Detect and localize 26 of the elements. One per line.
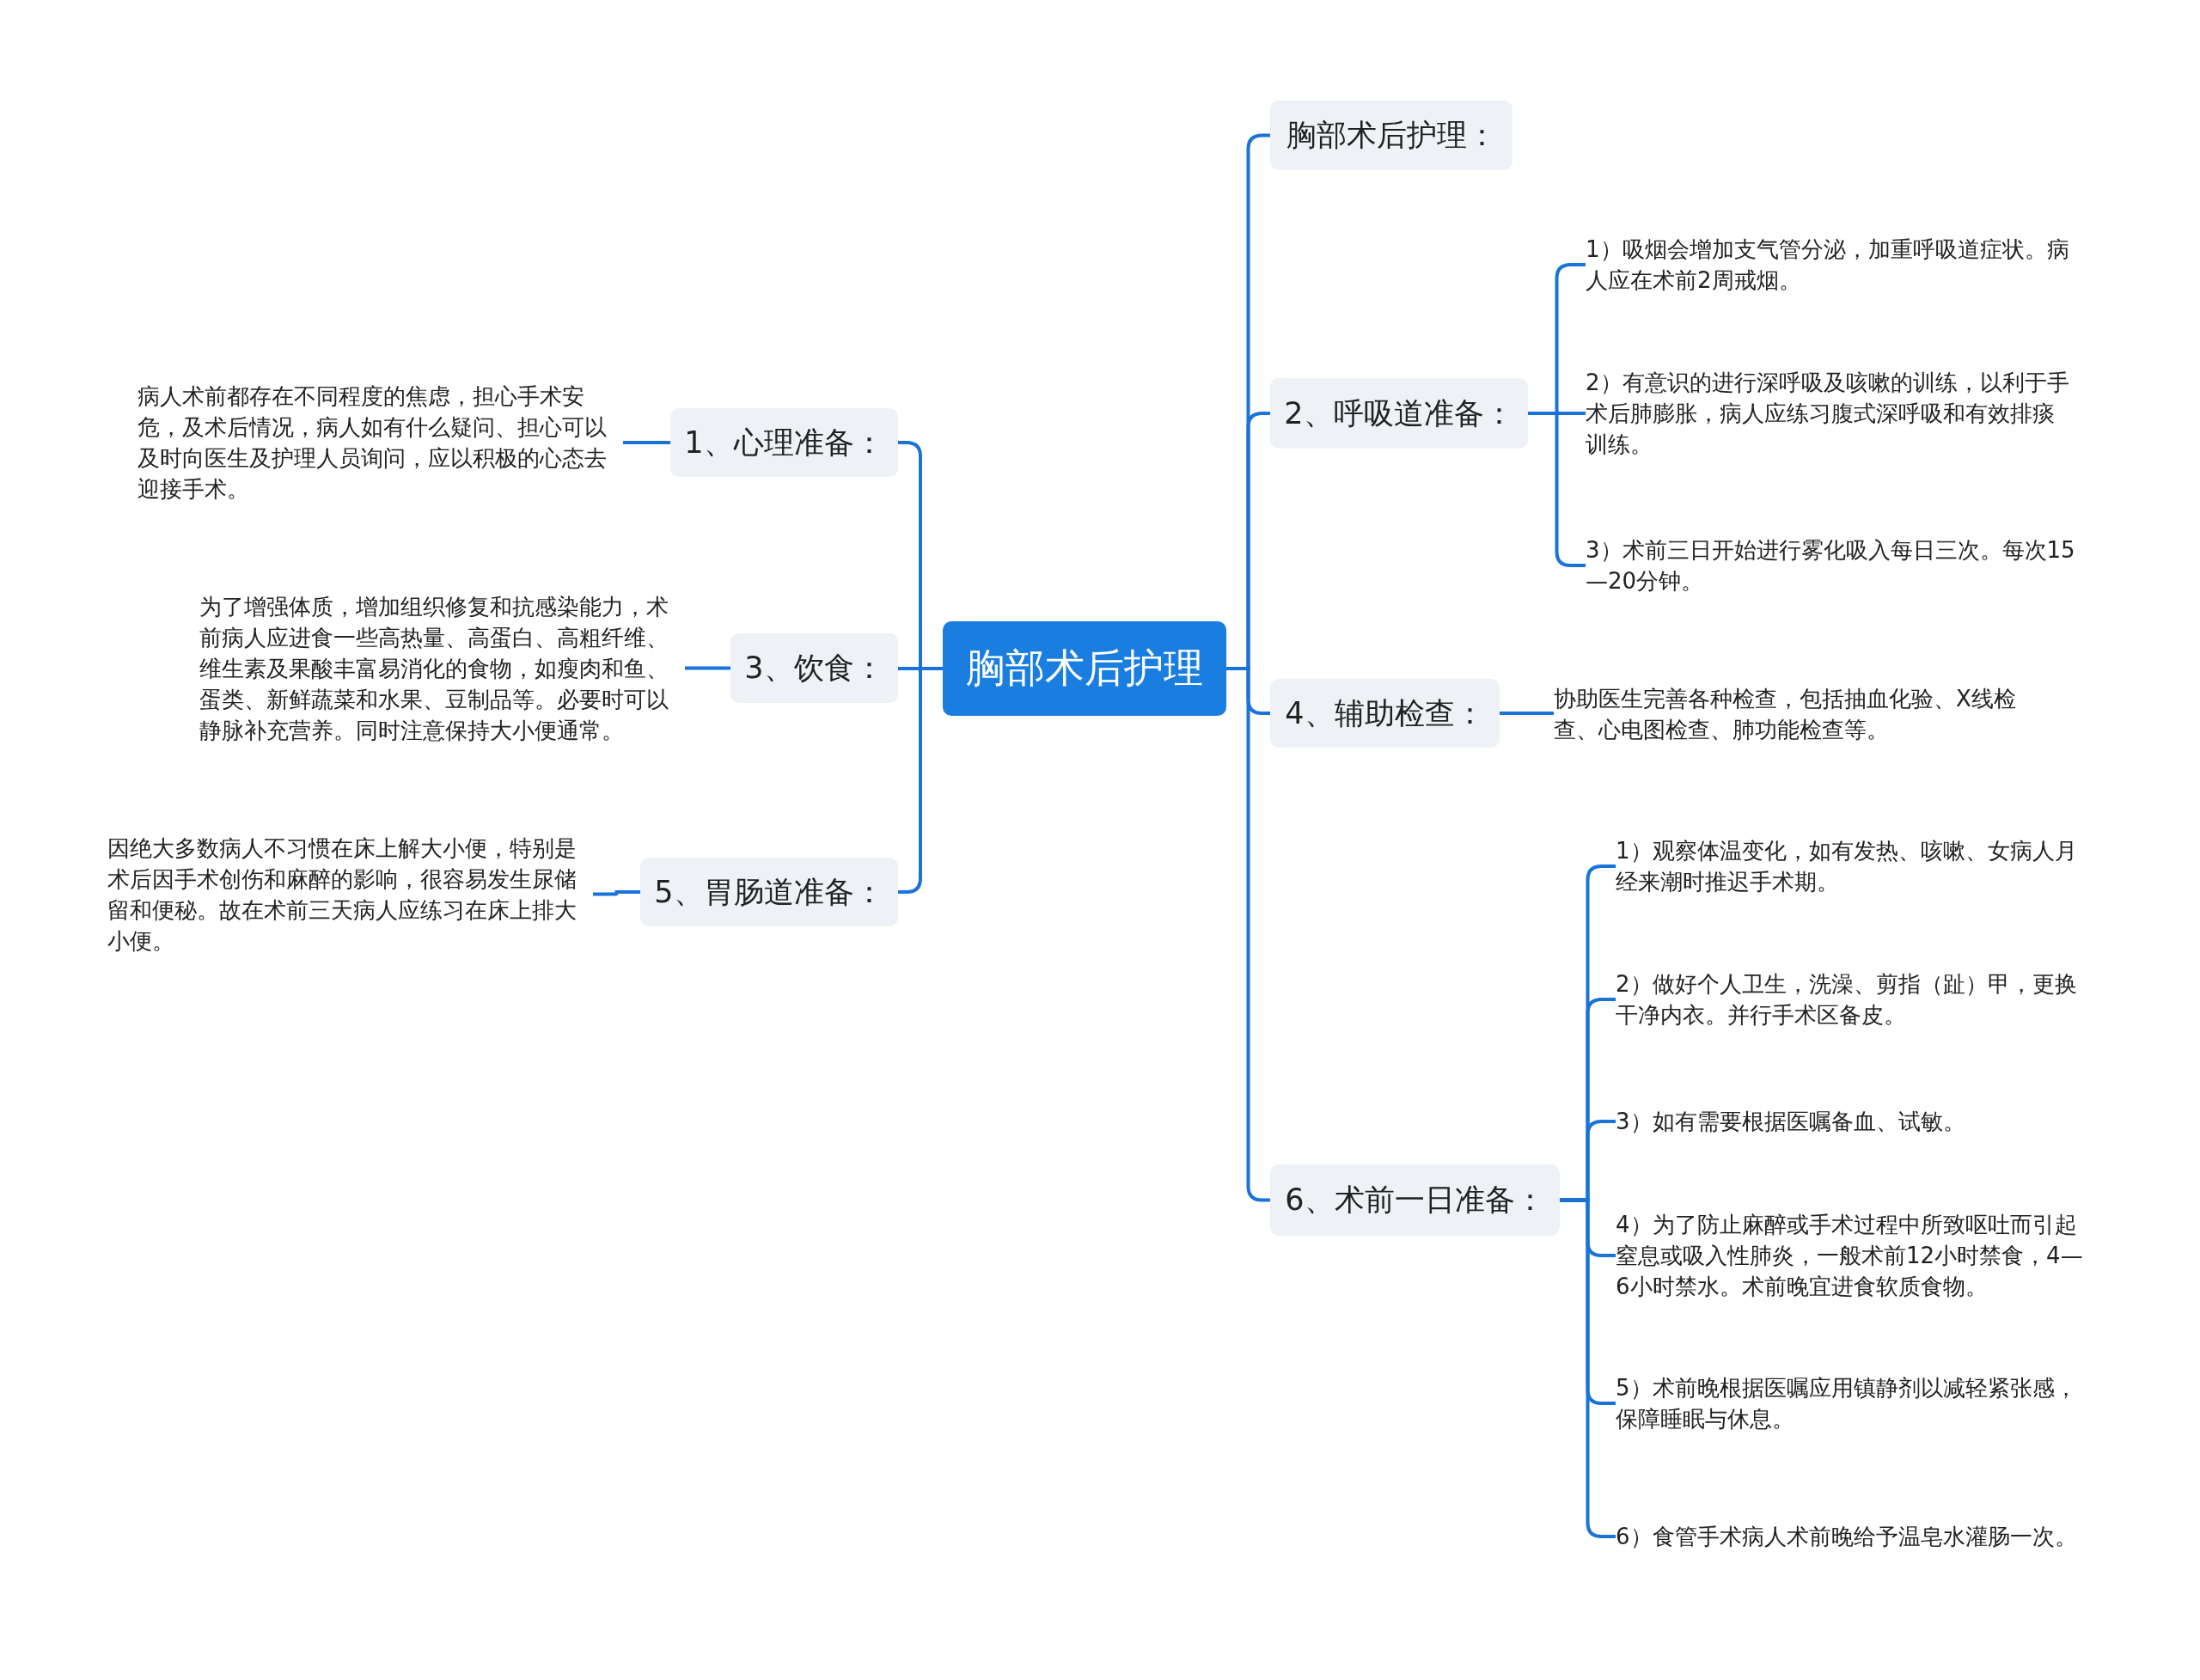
note-text: 3）术前三日开始进行雾化吸入每日三次。每次15—20分钟。 bbox=[1586, 536, 2075, 596]
note-text: 6）食管手术病人术前晚给予温皂水灌肠一次。 bbox=[1616, 1523, 2077, 1551]
connector-line bbox=[593, 890, 640, 896]
connector-line bbox=[898, 667, 943, 894]
topic-box: 2、呼吸道准备： bbox=[1270, 378, 1528, 449]
note-text: 为了增强体质，增加组织修复和抗感染能力，术前病人应进食一些高热量、高蛋白、高粗纤维、维生素及果酸丰富易消化的食物，如瘦肉和鱼、蛋类、新鲜蔬菜和水果、豆制品等。必要时可以静脉补充营养。同时注意保持大小便通常。 bbox=[199, 593, 669, 745]
note-text: 4）为了防止麻醉或手术过程中所致呕吐而引起窒息或吸入性肺炎，一般术前12小时禁食，4—6小时禁水。术前晚宜进食软质食物。 bbox=[1616, 1211, 2084, 1301]
topic-box: 胸部术后护理： bbox=[1270, 101, 1512, 170]
topic-box: 6、术前一日准备： bbox=[1270, 1164, 1560, 1236]
note-text: 因绝大多数病人不习惯在床上解大小便，特别是术后因手术创伤和麻醉的影响，很容易发生尿储留和便秘。故在术前三天病人应练习在床上排大小便。 bbox=[107, 834, 578, 956]
connector-line bbox=[685, 666, 730, 670]
note-text: 2）做好个人卫生，洗澡、剪指（趾）甲，更换干净内衣。并行手术区备皮。 bbox=[1616, 970, 2078, 1029]
note-text: 2）有意识的进行深呼吸及咳嗽的训练，以利于手术后肺膨胀，病人应练习腹式深呼吸和有效排痰训练。 bbox=[1586, 369, 2070, 459]
topic-box: 3、饮食： bbox=[730, 633, 898, 703]
connector-line bbox=[623, 441, 670, 444]
topic-box: 5、胃肠道准备： bbox=[640, 858, 898, 926]
note-text: 1）吸烟会增加支气管分泌，加重呼吸道症状。病人应在术前2周戒烟。 bbox=[1586, 235, 2070, 295]
note-text: 1）观察体温变化，如有发热、咳嗽、女病人月经来潮时推迟手术期。 bbox=[1616, 837, 2078, 896]
note-text: 病人术前都存在不同程度的焦虑，担心手术安危，及术后情况，病人如有什么疑问、担心可以及时向医生及护理人员询问，应以积极的心态去迎接手术。 bbox=[138, 382, 608, 504]
note-text: 3）如有需要根据医嘱备血、试敏。 bbox=[1616, 1108, 1965, 1136]
note-text: 5）术前晚根据医嘱应用镇静剂以减轻紧张感，保障睡眠与休息。 bbox=[1616, 1374, 2078, 1433]
note-text: 协助医生完善各种检查，包括抽血化验、X线检查、心电图检查、肺功能检查等。 bbox=[1554, 685, 2017, 744]
topic-box: 1、心理准备： bbox=[670, 408, 898, 477]
topic-box: 4、辅助检查： bbox=[1270, 679, 1500, 748]
connector-line bbox=[1500, 712, 1554, 715]
central-topic: 胸部术后护理 bbox=[943, 621, 1226, 716]
